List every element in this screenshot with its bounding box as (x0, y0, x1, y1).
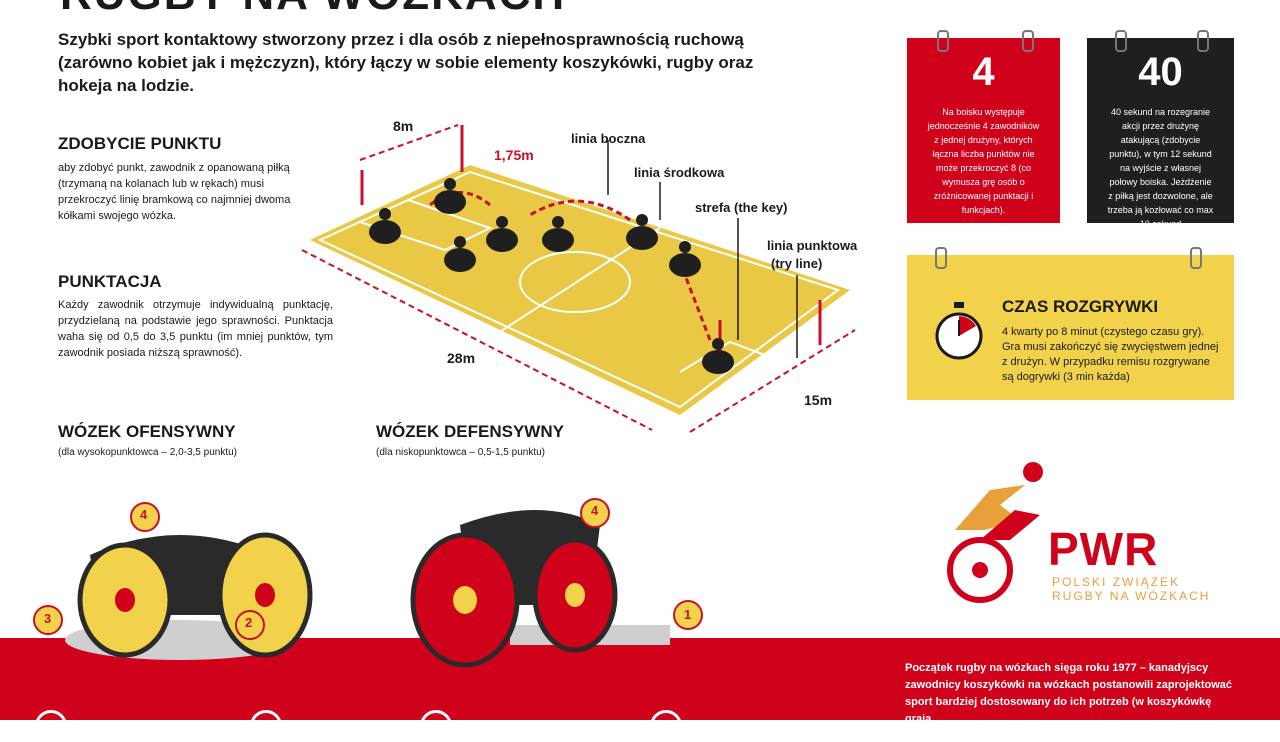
stopwatch-icon (935, 302, 983, 360)
offensive-chair-illustration (33, 502, 313, 660)
page-title: RUGBY NA WÓZKACH (60, 0, 566, 20)
dim-8m: 8m (393, 118, 414, 134)
offensive-chair-heading: WÓZEK OFENSYWNY (58, 422, 236, 441)
dim-1-75m: 1,75m (494, 147, 534, 163)
badge-label-4a: 4 (140, 507, 148, 522)
badge-label-4b: 4 (591, 503, 599, 518)
players (369, 178, 734, 374)
label-sideline: linia boczna (571, 131, 646, 146)
player-head (496, 216, 508, 228)
player-head (379, 208, 391, 220)
seconds-text: 40 sekund na rozegranie akcji przez druż… (1107, 107, 1214, 229)
players-text: Na boisku występuje jednocześnie 4 zawod… (927, 107, 1040, 215)
player-head (712, 338, 724, 350)
badge-2 (235, 610, 265, 640)
dim-arrow-8m (359, 124, 459, 161)
chair-hub-left (453, 586, 477, 614)
player-head (679, 241, 691, 253)
ring-icon (1022, 30, 1034, 52)
court-centre-circle (519, 251, 631, 313)
court-illustration (301, 124, 856, 433)
player (486, 228, 518, 252)
player-head (454, 236, 466, 248)
chair-hub-right (565, 583, 585, 607)
ring-icon (1197, 30, 1209, 52)
badge-4 (130, 502, 160, 532)
dim-28m: 28m (447, 350, 476, 366)
pwr-logo-icon (947, 462, 1043, 603)
player (626, 226, 658, 250)
defensive-chair-illustration (410, 498, 703, 668)
time-text: 4 kwarty po 8 minut (czystego czasu gry)… (1002, 326, 1219, 383)
dim-15m: 15m (804, 392, 833, 408)
scoring-text: aby zdobyć punkt, zawodnik z opanowaną p… (58, 162, 291, 222)
pwr-line-2: RUGBY NA WÓZKACH (1052, 589, 1211, 603)
offensive-chair-sub: (dla wysokopunktowca – 2,0-3,5 punktu) (58, 447, 237, 458)
badge-4 (580, 498, 610, 528)
player-head (444, 178, 456, 190)
badge-3 (33, 605, 63, 635)
history-text: Początek rugby na wózkach sięga roku 197… (905, 662, 1233, 725)
court-outline (317, 170, 841, 409)
ring-icon (937, 30, 949, 52)
circle-icon (420, 710, 452, 742)
label-tryline-1: linia punktowa (767, 238, 858, 253)
dim-arrow-15m (689, 329, 856, 433)
classification-heading: PUNKTACJA (58, 272, 162, 291)
player-head (636, 214, 648, 226)
player (669, 253, 701, 277)
badge-label-3: 3 (44, 611, 52, 626)
player (434, 190, 466, 214)
player (702, 350, 734, 374)
scoring-heading: ZDOBYCIE PUNKTU (58, 134, 222, 153)
dim-arrow-28m (301, 249, 653, 431)
player (369, 220, 401, 244)
label-tryline-2: (try line) (771, 256, 823, 271)
circle-icon (250, 710, 282, 742)
badge-1 (673, 600, 703, 630)
play-arrow-3 (683, 274, 712, 341)
badge-label-2: 2 (245, 615, 253, 630)
defensive-chair-heading: WÓZEK DEFENSYWNY (376, 422, 564, 441)
card-game-time: CZAS ROZGRYWKI 4 kwarty po 8 minut (czys… (907, 247, 1234, 400)
time-heading: CZAS ROZGRYWKI (1002, 297, 1159, 316)
chair-hub-left (115, 588, 135, 612)
card-players: 4 Na boisku występuje jednocześnie 4 zaw… (907, 30, 1060, 223)
circle-icon (35, 710, 67, 742)
badge-label-1: 1 (684, 607, 692, 622)
pwr-line-1: POLSKI ZWIĄZEK (1052, 575, 1181, 589)
pwr-letters: PWR (1048, 523, 1159, 575)
ring-icon (1190, 247, 1202, 269)
circle-icon (650, 710, 682, 742)
ring-icon (935, 247, 947, 269)
court-key-left (359, 199, 493, 252)
label-midline: linia środkowa (634, 165, 725, 180)
classification-text: Każdy zawodnik otrzymuje indywidualną pu… (58, 299, 333, 359)
player (444, 248, 476, 272)
player-head (552, 216, 564, 228)
card-seconds: 40 40 sekund na rozegranie akcji przez d… (1087, 30, 1234, 229)
players-number: 4 (972, 50, 995, 94)
defensive-chair-sub: (dla niskopunktowca – 0,5-1,5 punktu) (376, 447, 545, 458)
ring-icon (1115, 30, 1127, 52)
chair-hub-right (255, 583, 275, 607)
seconds-number: 40 (1138, 50, 1183, 94)
label-key: strefa (the key) (695, 200, 788, 215)
player (542, 228, 574, 252)
play-arrow-2 (529, 199, 631, 222)
intro-text: Szybki sport kontaktowy stworzony przez … (58, 30, 754, 95)
